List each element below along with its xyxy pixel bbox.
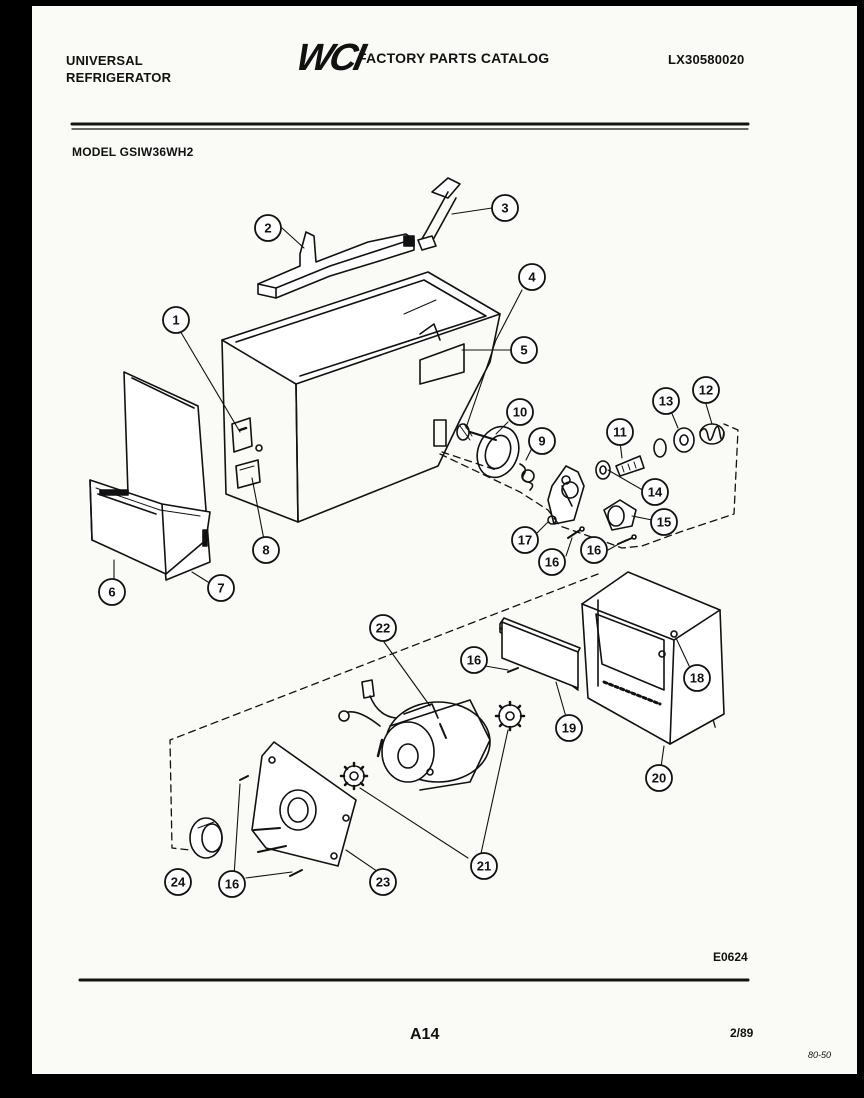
model-label: MODEL GSIW36WH2 — [72, 145, 194, 159]
part-15-switch — [603, 499, 637, 531]
part-11-shaft — [615, 455, 645, 477]
callout-6: 6 — [98, 578, 126, 606]
callout-label: 1 — [172, 313, 179, 328]
part-1-bracket — [231, 417, 263, 453]
callout-1: 1 — [162, 306, 190, 334]
callout-label: 3 — [501, 201, 508, 216]
callout-label: 13 — [659, 394, 673, 409]
callout-3: 3 — [491, 194, 519, 222]
part-6-door — [89, 479, 211, 575]
part-8-clip — [235, 459, 261, 489]
catalog-number: LX30580020 — [668, 52, 745, 67]
callout-5: 5 — [510, 336, 538, 364]
callout-13: 13 — [652, 387, 680, 415]
callout-11: 11 — [606, 418, 634, 446]
callout-18: 18 — [683, 664, 711, 692]
callout-label: 7 — [217, 581, 224, 596]
callout-label: 22 — [376, 621, 390, 636]
part-16-screw-mid — [507, 667, 519, 673]
part-17-cam-bracket — [547, 465, 585, 525]
callout-label: 6 — [108, 585, 115, 600]
callout-16: 16 — [218, 870, 246, 898]
callout-9: 9 — [528, 427, 556, 455]
callout-8: 8 — [252, 536, 280, 564]
part-19-cover-plate — [499, 617, 581, 691]
callout-2: 2 — [254, 214, 282, 242]
callout-label: 16 — [545, 555, 559, 570]
callout-label: 21 — [477, 859, 491, 874]
part-14-washer — [595, 438, 667, 480]
callout-14: 14 — [641, 478, 669, 506]
callout-label: 20 — [652, 771, 666, 786]
callout-12: 12 — [692, 376, 720, 404]
catalog-title: FACTORY PARTS CATALOG — [358, 50, 550, 66]
callout-label: 19 — [562, 721, 576, 736]
part-10-gear-wheel — [456, 423, 520, 479]
callout-label: 16 — [467, 653, 481, 668]
figure-code: E0624 — [713, 950, 748, 964]
callout-16: 16 — [460, 646, 488, 674]
callout-4: 4 — [518, 263, 546, 291]
ice-bin — [221, 271, 501, 523]
part-9-spring — [519, 463, 535, 491]
callout-21: 21 — [470, 852, 498, 880]
callout-label: 2 — [264, 221, 271, 236]
callout-label: 5 — [520, 343, 527, 358]
part-16-screws-lower — [239, 775, 303, 877]
callout-label: 9 — [538, 434, 545, 449]
callout-label: 8 — [262, 543, 269, 558]
callout-7: 7 — [207, 574, 235, 602]
callout-15: 15 — [650, 508, 678, 536]
callout-label: 11 — [613, 425, 627, 440]
margin-note: 80-50 — [808, 1050, 832, 1060]
part-12-coil-spring — [699, 423, 725, 445]
callout-label: 16 — [225, 877, 239, 892]
callout-20: 20 — [645, 764, 673, 792]
date-code: 2/89 — [730, 1026, 754, 1040]
callout-label: 12 — [699, 383, 713, 398]
callout-22: 22 — [369, 614, 397, 642]
callout-label: 18 — [690, 671, 704, 686]
callout-label: 23 — [376, 875, 390, 890]
part-24-knob — [189, 817, 223, 859]
part-22-wire-leads — [338, 679, 397, 727]
callout-label: 24 — [171, 875, 186, 890]
callout-17: 17 — [511, 526, 539, 554]
callout-10: 10 — [506, 398, 534, 426]
part-22-motor — [376, 699, 491, 791]
brand-line-1: UNIVERSAL — [66, 53, 143, 68]
part-3-ejector — [417, 177, 461, 251]
callout-19: 19 — [555, 714, 583, 742]
part-21-gear-left — [339, 761, 369, 791]
part-20-motor-housing — [581, 571, 725, 745]
callout-23: 23 — [369, 868, 397, 896]
part-23-mounting-plate — [251, 741, 357, 867]
leader-lines — [113, 207, 713, 879]
part-21-gear-right — [494, 700, 526, 732]
part-13-nut — [673, 427, 695, 453]
upper-assembly-outline — [439, 423, 739, 549]
callout-label: 14 — [648, 485, 663, 500]
page-number: A14 — [410, 1026, 440, 1043]
callout-label: 10 — [513, 405, 527, 420]
callout-24: 24 — [164, 868, 192, 896]
brand-line-2: REFRIGERATOR — [66, 70, 172, 85]
callout-16: 16 — [538, 548, 566, 576]
callout-label: 17 — [518, 533, 532, 548]
callout-label: 15 — [657, 515, 671, 530]
header-rule — [70, 122, 750, 130]
callout-label: 4 — [528, 270, 536, 285]
callout-label: 16 — [587, 543, 601, 558]
callout-16: 16 — [580, 536, 608, 564]
